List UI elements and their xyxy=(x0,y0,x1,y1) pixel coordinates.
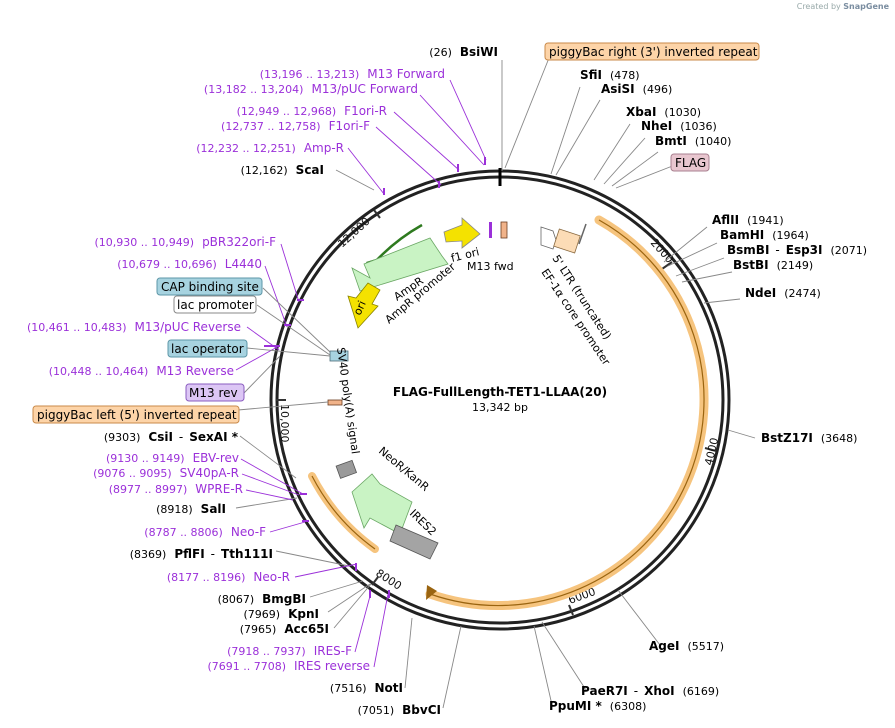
svg-text:(13,196 .. 13,213)M13 Forward: (13,196 .. 13,213)M13 Forward xyxy=(260,67,445,81)
svg-text:M13 rev: M13 rev xyxy=(189,386,238,400)
svg-text:(7691 .. 7708)IRES reverse: (7691 .. 7708)IRES reverse xyxy=(207,659,370,673)
svg-text:piggyBac right (3') inverted r: piggyBac right (3') inverted repeat xyxy=(549,45,758,59)
svg-text:(10,461 .. 10,483)M13/pUC Reve: (10,461 .. 10,483)M13/pUC Reverse xyxy=(27,320,241,334)
svg-text:CAP binding site: CAP binding site xyxy=(161,280,259,294)
svg-text:AflII(1941): AflII(1941) xyxy=(712,213,784,227)
svg-text:BstBI(2149): BstBI(2149) xyxy=(733,258,813,272)
ori-arrow xyxy=(347,282,381,329)
svg-text:(9076 .. 9095)SV40pA-R: (9076 .. 9095)SV40pA-R xyxy=(93,466,239,480)
tet1-arrowhead xyxy=(426,585,437,600)
svg-text:FLAG: FLAG xyxy=(675,156,706,170)
ruler-8000: 8000 xyxy=(373,567,404,593)
svg-text:(8177 .. 8196)Neo-R: (8177 .. 8196)Neo-R xyxy=(167,570,290,584)
svg-text:(8787 .. 8806)Neo-F: (8787 .. 8806)Neo-F xyxy=(144,525,266,539)
primer-ticks xyxy=(264,157,486,598)
svg-text:(8918)SalI: (8918)SalI xyxy=(156,502,226,516)
svg-text:NdeI(2474): NdeI(2474) xyxy=(745,286,821,300)
ruler-4000: 4000 xyxy=(702,436,721,466)
svg-text:lac promoter: lac promoter xyxy=(177,298,254,312)
site-leaders xyxy=(235,60,756,709)
svg-text:(10,679 .. 10,696)L4440: (10,679 .. 10,696)L4440 xyxy=(117,257,262,271)
box-lac-operator xyxy=(167,339,248,358)
svg-text:(9303)CsiI-SexAI *: (9303)CsiI-SexAI * xyxy=(104,430,239,444)
ampr-arrow xyxy=(351,237,449,292)
small-grey-box xyxy=(335,459,358,479)
svg-text:(10,930 .. 10,949)pBR322ori-F: (10,930 .. 10,949)pBR322ori-F xyxy=(95,235,277,249)
svg-text:BmtI(1040): BmtI(1040) xyxy=(655,134,731,148)
svg-text:(12,162)ScaI: (12,162)ScaI xyxy=(241,163,324,177)
plasmid-name: FLAG-FullLength-TET1-LLAA(20) xyxy=(393,385,607,399)
svg-text:XbaI(1030): XbaI(1030) xyxy=(626,105,701,119)
primer-leaders xyxy=(235,79,487,668)
sv40-box xyxy=(327,399,343,406)
svg-text:SfiI(478): SfiI(478) xyxy=(580,68,640,82)
svg-text:(12,232 .. 12,251)Amp-R: (12,232 .. 12,251)Amp-R xyxy=(196,141,344,155)
label-ori: ori xyxy=(351,299,369,317)
svg-text:(12,949 .. 12,968)F1ori-R: (12,949 .. 12,968)F1ori-R xyxy=(237,104,387,118)
svg-text:(8067)BmgBI: (8067)BmgBI xyxy=(218,592,306,606)
svg-text:BamHI(1964): BamHI(1964) xyxy=(720,228,809,242)
label-m13-fwd: M13 fwd xyxy=(467,260,514,273)
svg-text:NheI(1036): NheI(1036) xyxy=(641,119,717,133)
svg-text:(12,737 .. 12,758)F1ori-F: (12,737 .. 12,758)F1ori-F xyxy=(221,119,370,133)
ires2-box xyxy=(389,524,439,560)
box-lac-promoter xyxy=(173,295,257,314)
svg-text:(7516)NotI: (7516)NotI xyxy=(330,681,403,695)
box-piggybac-right xyxy=(544,42,760,61)
svg-text:(7969)KpnI: (7969)KpnI xyxy=(244,607,319,621)
svg-text:(10,448 .. 10,464)M13 Reverse: (10,448 .. 10,464)M13 Reverse xyxy=(49,364,234,378)
plasmid-length: 13,342 bp xyxy=(472,401,528,414)
svg-text:(7918 .. 7937)IRES-F: (7918 .. 7937)IRES-F xyxy=(227,644,352,658)
sites-right: SfiI(478) AsiSI(496) XbaI(1030) NheI(103… xyxy=(549,68,867,713)
svg-text:(9130 .. 9149)EBV-rev: (9130 .. 9149)EBV-rev xyxy=(106,451,239,465)
ruler-12000: 12,000 xyxy=(335,215,372,250)
svg-text:(8369)PflFI-Tth111I: (8369)PflFI-Tth111I xyxy=(130,547,273,561)
box-leaders xyxy=(237,57,676,411)
box-m13-rev xyxy=(185,383,245,402)
svg-text:(8977 .. 8997)WPRE-R: (8977 .. 8997)WPRE-R xyxy=(109,482,243,496)
svg-text:BsmBI-Esp3I(2071): BsmBI-Esp3I(2071) xyxy=(727,243,867,257)
boxed-labels: piggyBac right (3') inverted repeat FLAG… xyxy=(32,42,760,424)
ruler-10000: 10,000 xyxy=(278,404,291,443)
svg-text:(26)BsiWI: (26)BsiWI xyxy=(429,45,498,59)
ef1a-box xyxy=(553,228,581,254)
snapgene-credit: Created by SnapGene xyxy=(796,2,889,11)
svg-text:AgeI(5517): AgeI(5517) xyxy=(649,639,724,653)
svg-text:lac operator: lac operator xyxy=(171,342,244,356)
m13-fwd-box xyxy=(500,221,508,239)
f1-ori-arrow xyxy=(443,217,481,249)
primer-mark-top xyxy=(489,222,492,238)
svg-text:(7965)Acc65I: (7965)Acc65I xyxy=(240,622,329,636)
neor-arrow xyxy=(351,473,413,535)
primer-labels: (13,196 .. 13,213)M13 Forward (13,182 ..… xyxy=(27,67,445,673)
box-piggybac-left xyxy=(32,405,240,424)
box-flag xyxy=(670,153,710,172)
svg-text:(7051)BbvCI: (7051)BbvCI xyxy=(358,703,441,717)
svg-text:PaeR7I-XhoI(6169): PaeR7I-XhoI(6169) xyxy=(581,684,719,698)
box-cap xyxy=(156,277,263,296)
svg-text:piggyBac left (5') inverted re: piggyBac left (5') inverted repeat xyxy=(37,408,237,422)
svg-text:(13,182 .. 13,204)M13/pUC Forw: (13,182 .. 13,204)M13/pUC Forward xyxy=(204,82,418,96)
svg-text:PpuMI *(6308): PpuMI *(6308) xyxy=(549,699,646,713)
sites-left: (26)BsiWI (12,162)ScaI (9303)CsiI-SexAI … xyxy=(104,45,498,717)
svg-text:BstZ17I(3648): BstZ17I(3648) xyxy=(761,431,857,445)
svg-text:AsiSI(496): AsiSI(496) xyxy=(601,82,672,96)
